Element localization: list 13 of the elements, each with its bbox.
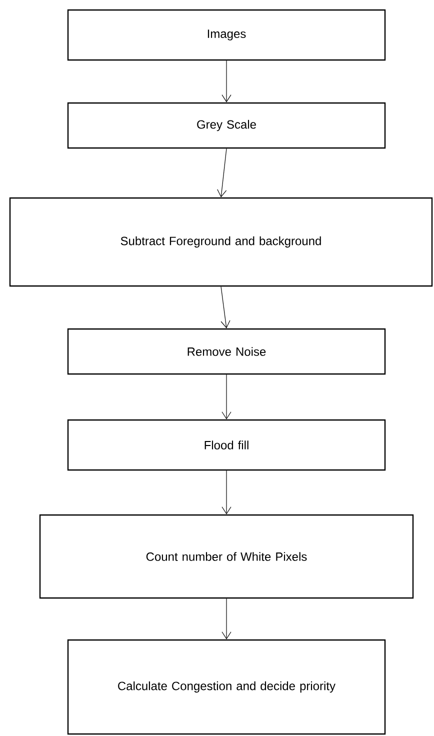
process-box: Images [67,9,386,61]
process-box: Count number of White Pixels [39,514,414,599]
arrow [220,286,230,328]
process-box: Flood fill [67,419,386,471]
arrow [222,60,232,102]
process-box: Grey Scale [67,102,386,149]
process-box: Remove Noise [67,328,386,375]
arrow [217,148,227,198]
process-box: Subtract Foreground and background [9,197,433,287]
arrow [222,374,232,420]
process-box: Calculate Congestion and decide priority [67,639,386,735]
arrow [222,598,232,640]
arrow [222,470,232,514]
